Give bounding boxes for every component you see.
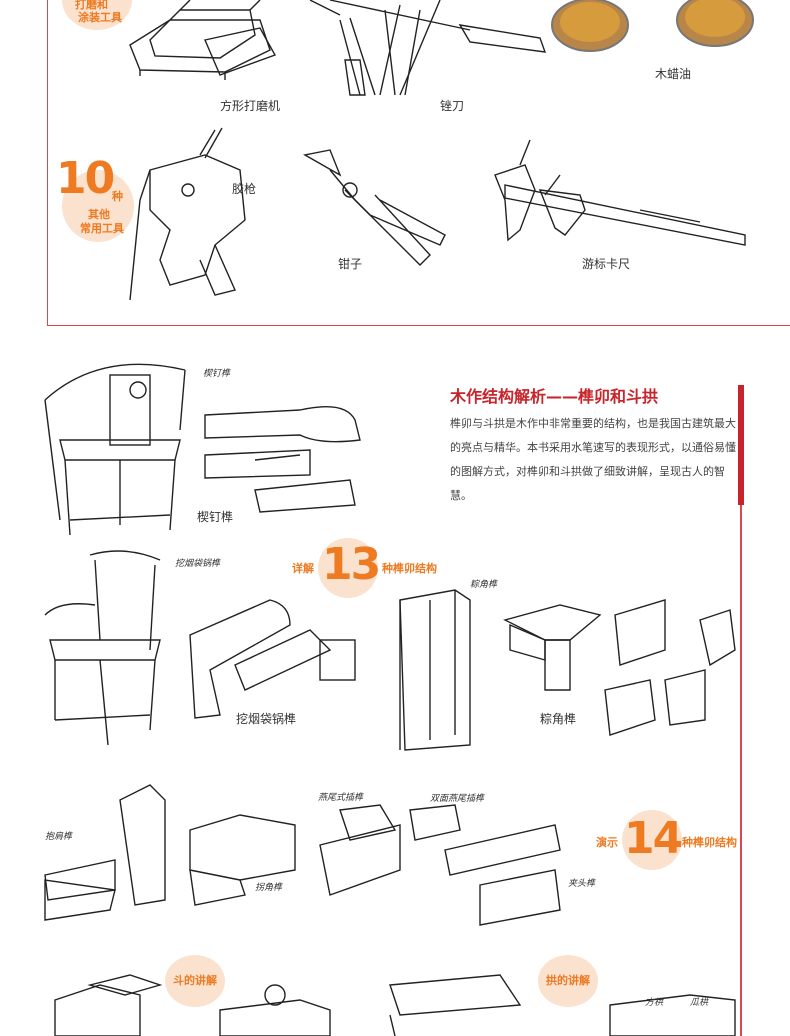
other-tools-count: 10 <box>56 153 115 204</box>
other-tools-badge <box>62 170 134 242</box>
wedge-joint-sketch <box>204 405 361 513</box>
tool-label-caliper: 游标卡尺 <box>582 257 631 271</box>
note-fang: 方栱 <box>645 998 664 1008</box>
note-dingge: 夹头榫 <box>568 879 596 889</box>
note-jiaotou: 抱肩榫 <box>45 832 73 842</box>
corner-joint-sketch <box>503 599 736 736</box>
detail-count-badge <box>318 538 378 598</box>
armchair-sketch-1 <box>44 363 186 536</box>
demo-count: 14 <box>624 813 683 864</box>
wax-oil-tins <box>551 0 754 52</box>
tool-label-sander: 方形打磨机 <box>220 99 281 113</box>
square-sander-sketch <box>129 0 277 80</box>
section-border-line <box>740 505 742 1036</box>
joint-row-3-sketches <box>44 784 561 926</box>
section-accent-bar <box>738 385 744 505</box>
note-zongjiao: 粽角榫 <box>470 580 498 590</box>
pipe-joint-sketch <box>189 599 356 719</box>
tools-panel <box>47 0 790 326</box>
tool-label-file: 锉刀 <box>440 99 465 113</box>
note-shuangmian: 双面燕尾插榫 <box>430 794 485 804</box>
badge-text-1: 打磨和 <box>75 0 108 11</box>
demo-suffix: 种榫卯结构 <box>682 836 737 849</box>
tool-label-wax-oil: 木蜡油 <box>655 67 692 81</box>
gong-label: 拱的讲解 <box>546 974 590 987</box>
cabinet-sketch <box>399 589 471 751</box>
note-zhongjin: 燕尾式插榫 <box>318 793 364 803</box>
section-title: 木作结构解析——榫卯和斗拱 <box>450 387 659 406</box>
file-sketch <box>309 0 547 96</box>
note-guaibang: 拐角榫 <box>255 883 283 893</box>
other-tools-text-2: 常用工具 <box>80 222 124 235</box>
tool-label-glue-gun: 胶枪 <box>232 182 257 196</box>
glue-gun-sketch <box>129 127 246 301</box>
note-hua: 瓜栱 <box>690 998 709 1008</box>
label-zongjiao: 粽角榫 <box>540 712 577 726</box>
note-wayandai: 挖烟袋锅榫 <box>175 559 221 569</box>
detail-suffix: 种榫卯结构 <box>382 562 437 575</box>
other-tools-unit: 种 <box>112 190 123 203</box>
bracket-sketches <box>54 974 736 1036</box>
note-xiedingsun: 楔钉榫 <box>203 369 231 379</box>
dou-badge: 斗的讲解 <box>165 955 225 1007</box>
caliper-sketch <box>494 139 746 246</box>
label-wayandai: 挖烟袋锅榫 <box>236 712 297 726</box>
badge-text-2: 涂装工具 <box>78 11 122 24</box>
gong-badge: 拱的讲解 <box>538 955 598 1007</box>
demo-count-badge <box>622 810 682 870</box>
tool-label-pliers: 钳子 <box>338 257 363 271</box>
tools-sketches <box>129 0 754 301</box>
label-xiedingsun: 楔钉榫 <box>197 510 234 524</box>
pliers-sketch <box>303 149 446 266</box>
other-tools-text-1: 其他 <box>88 208 110 221</box>
section-description: 榫卯与斗拱是木作中非常重要的结构，也是我国古建筑最大的亮点与精华。本书采用水笔速… <box>450 417 736 502</box>
detail-count: 13 <box>322 539 381 590</box>
dou-label: 斗的讲解 <box>173 974 217 987</box>
armchair-sketch-2 <box>44 550 161 746</box>
demo-prefix: 演示 <box>596 836 618 849</box>
detail-prefix: 详解 <box>292 562 314 575</box>
